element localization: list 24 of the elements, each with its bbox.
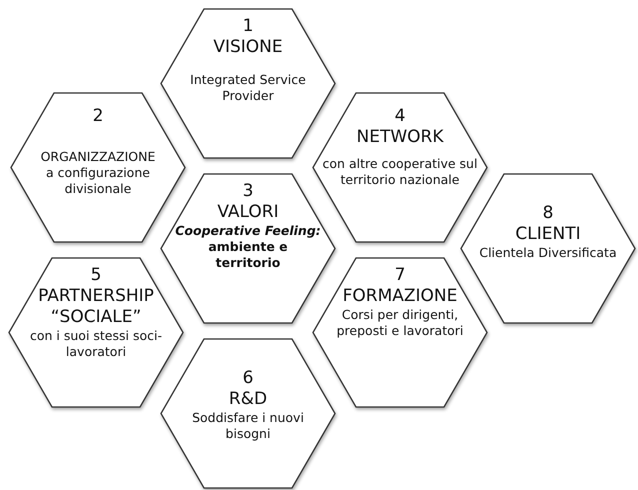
- number-label: 1: [242, 16, 254, 37]
- description: Clientela Diversificata: [479, 245, 617, 261]
- description: Cooperative Feeling: ambiente e territorio: [174, 223, 322, 271]
- number-label: 8: [542, 203, 554, 224]
- number-label: 4: [394, 106, 406, 127]
- number-label: 2: [92, 106, 104, 127]
- heading: R&D: [228, 389, 268, 410]
- number-label: 6: [242, 368, 254, 389]
- heading: FORMAZIONE: [342, 286, 458, 307]
- description: con altre cooperative sul territorio nazionale: [322, 156, 478, 188]
- heading: VISIONE: [213, 37, 283, 58]
- description: Soddisfare i nuovi bisogni: [191, 410, 305, 442]
- heading: CLIENTI: [515, 224, 581, 245]
- description: Corsi per dirigenti, preposti e lavoratori: [336, 307, 464, 339]
- number-label: 3: [242, 181, 254, 202]
- description: a configurazione divisionale: [45, 165, 151, 197]
- heading: VALORI: [217, 202, 279, 223]
- description: Integrated Service Provider: [189, 72, 307, 104]
- heading: PARTNERSHIP “SOCIALE”: [37, 286, 155, 328]
- description: con i suoi stessi soci-lavoratori: [29, 328, 163, 360]
- heading: NETWORK: [356, 127, 444, 148]
- heading: ORGANIZZAZIONE: [40, 149, 156, 165]
- number-label: 5: [90, 265, 102, 286]
- number-label: 7: [394, 265, 406, 286]
